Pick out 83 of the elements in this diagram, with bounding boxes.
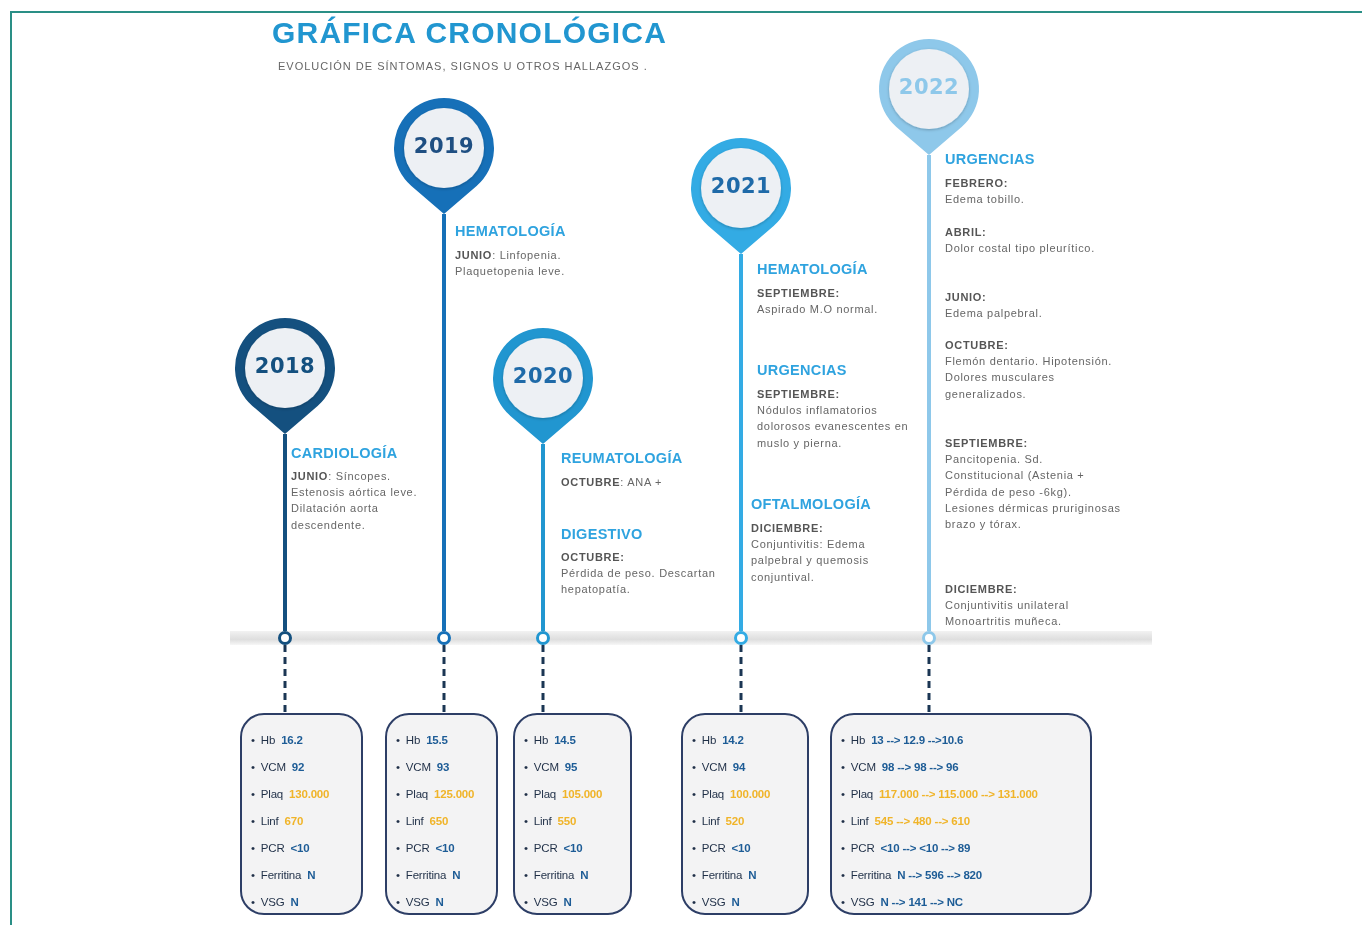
dashed-connector	[541, 645, 545, 713]
lab-results-card	[385, 713, 498, 915]
lab-value: • Hb 15.5	[396, 733, 449, 748]
lab-value: • Ferritina N	[251, 868, 317, 883]
event-note: ABRIL: Dolor costal tipo pleurítico.	[945, 225, 1096, 257]
lab-value: • VCM 98 --> 98 --> 96	[841, 760, 960, 775]
department-heading: CARDIOLOGÍA	[291, 445, 398, 461]
event-note: JUNIO: Edema palpebral.	[945, 290, 1044, 322]
lab-value: • Linf 650	[396, 814, 450, 829]
lab-value: • Ferritina N --> 596 --> 820	[841, 868, 983, 883]
event-note: SEPTIEMBRE: Nódulos inflamatorios dolorosos evanescentes en muslo y pierna.	[757, 387, 910, 451]
lab-results-card	[830, 713, 1092, 915]
lab-value: • VCM 92	[251, 760, 306, 775]
pin-stem	[927, 155, 931, 631]
year-label: 2020	[512, 364, 574, 388]
department-heading: OFTALMOLOGÍA	[751, 496, 872, 512]
lab-value: • Linf 520	[692, 814, 746, 829]
lab-value: • Plaq 100.000	[692, 787, 772, 802]
lab-value: • Plaq 105.000	[524, 787, 604, 802]
event-note: FEBRERO: Edema tobillo.	[945, 176, 1026, 208]
lab-value: • VSG N --> 141 --> NC	[841, 895, 964, 910]
lab-value: • PCR <10	[692, 841, 752, 856]
dashed-connector	[442, 645, 446, 713]
pin-stem	[442, 214, 446, 631]
lab-value: • Linf 670	[251, 814, 305, 829]
lab-value: • Ferritina N	[692, 868, 758, 883]
lab-value: • VCM 95	[524, 760, 579, 775]
lab-value: • Ferritina N	[396, 868, 462, 883]
pin-stem	[283, 434, 287, 631]
department-heading: DIGESTIVO	[561, 526, 643, 542]
event-note: OCTUBRE: Pérdida de peso. Descartan hepatopatía.	[561, 550, 717, 598]
department-heading: URGENCIAS	[757, 362, 847, 378]
lab-value: • VSG N	[251, 895, 300, 910]
department-heading: URGENCIAS	[945, 151, 1035, 167]
event-note: DICIEMBRE: Conjuntivitis unilateral Monoartritis muñeca.	[945, 582, 1070, 630]
event-note: DICIEMBRE: Conjuntivitis: Edema palpebral y quemosis conjuntival.	[751, 521, 870, 585]
pin-stem	[541, 444, 545, 631]
lab-value: • Hb 16.2	[251, 733, 304, 748]
lab-value: • Hb 14.2	[692, 733, 745, 748]
lab-value: • Hb 13 --> 12.9 -->10.6	[841, 733, 965, 748]
lab-value: • VCM 94	[692, 760, 747, 775]
lab-value: • PCR <10 --> <10 --> 89	[841, 841, 972, 856]
dashed-connector	[283, 645, 287, 713]
lab-value: • PCR <10	[396, 841, 456, 856]
lab-value: • VSG N	[692, 895, 741, 910]
lab-value: • VSG N	[524, 895, 573, 910]
lab-results-card	[513, 713, 632, 915]
location-pin	[691, 138, 791, 254]
event-note: JUNIO: Linfopenia. Plaquetopenia leve.	[455, 248, 566, 280]
lab-value: • Plaq 130.000	[251, 787, 331, 802]
year-label: 2018	[254, 354, 316, 378]
dashed-connector	[927, 645, 931, 713]
lab-results-card	[681, 713, 809, 915]
location-pin	[394, 98, 494, 214]
pin-stem	[739, 254, 743, 631]
lab-results-card	[240, 713, 363, 915]
department-heading: HEMATOLOGÍA	[757, 261, 868, 277]
event-note: SEPTIEMBRE: Pancitopenia. Sd. Constitucional (Astenia + Pérdida de peso -6kg). Lesiones dérmicas pruriginosas brazo y tórax.	[945, 436, 1122, 532]
lab-value: • VCM 93	[396, 760, 451, 775]
year-label: 2022	[898, 75, 960, 99]
year-label: 2021	[710, 174, 772, 198]
event-note: JUNIO: Síncopes. Estenosis aórtica leve. Dilatación aorta descendente.	[291, 469, 419, 533]
year-label: 2019	[413, 134, 475, 158]
lab-value: • PCR <10	[251, 841, 311, 856]
event-note: SEPTIEMBRE: Aspirado M.O normal.	[757, 286, 879, 318]
lab-value: • VSG N	[396, 895, 445, 910]
lab-value: • PCR <10	[524, 841, 584, 856]
event-note: OCTUBRE: Flemón dentario. Hipotensión. Dolores musculares generalizados.	[945, 338, 1114, 402]
title: GRÁFICA CRONOLÓGICA	[272, 16, 667, 50]
event-note: OCTUBRE: ANA +	[561, 475, 664, 490]
dashed-connector	[739, 645, 743, 713]
subtitle: EVOLUCIÓN DE SÍNTOMAS, SIGNOS U OTROS HALLAZGOS .	[278, 60, 648, 72]
lab-value: • Linf 550	[524, 814, 578, 829]
department-heading: REUMATOLOGÍA	[561, 450, 683, 466]
location-pin	[879, 39, 979, 155]
lab-value: • Ferritina N	[524, 868, 590, 883]
lab-value: • Linf 545 --> 480 --> 610	[841, 814, 971, 829]
department-heading: HEMATOLOGÍA	[455, 223, 566, 239]
location-pin	[235, 318, 335, 434]
lab-value: • Hb 14.5	[524, 733, 577, 748]
location-pin	[493, 328, 593, 444]
lab-value: • Plaq 117.000 --> 115.000 --> 131.000	[841, 787, 1039, 802]
lab-value: • Plaq 125.000	[396, 787, 476, 802]
